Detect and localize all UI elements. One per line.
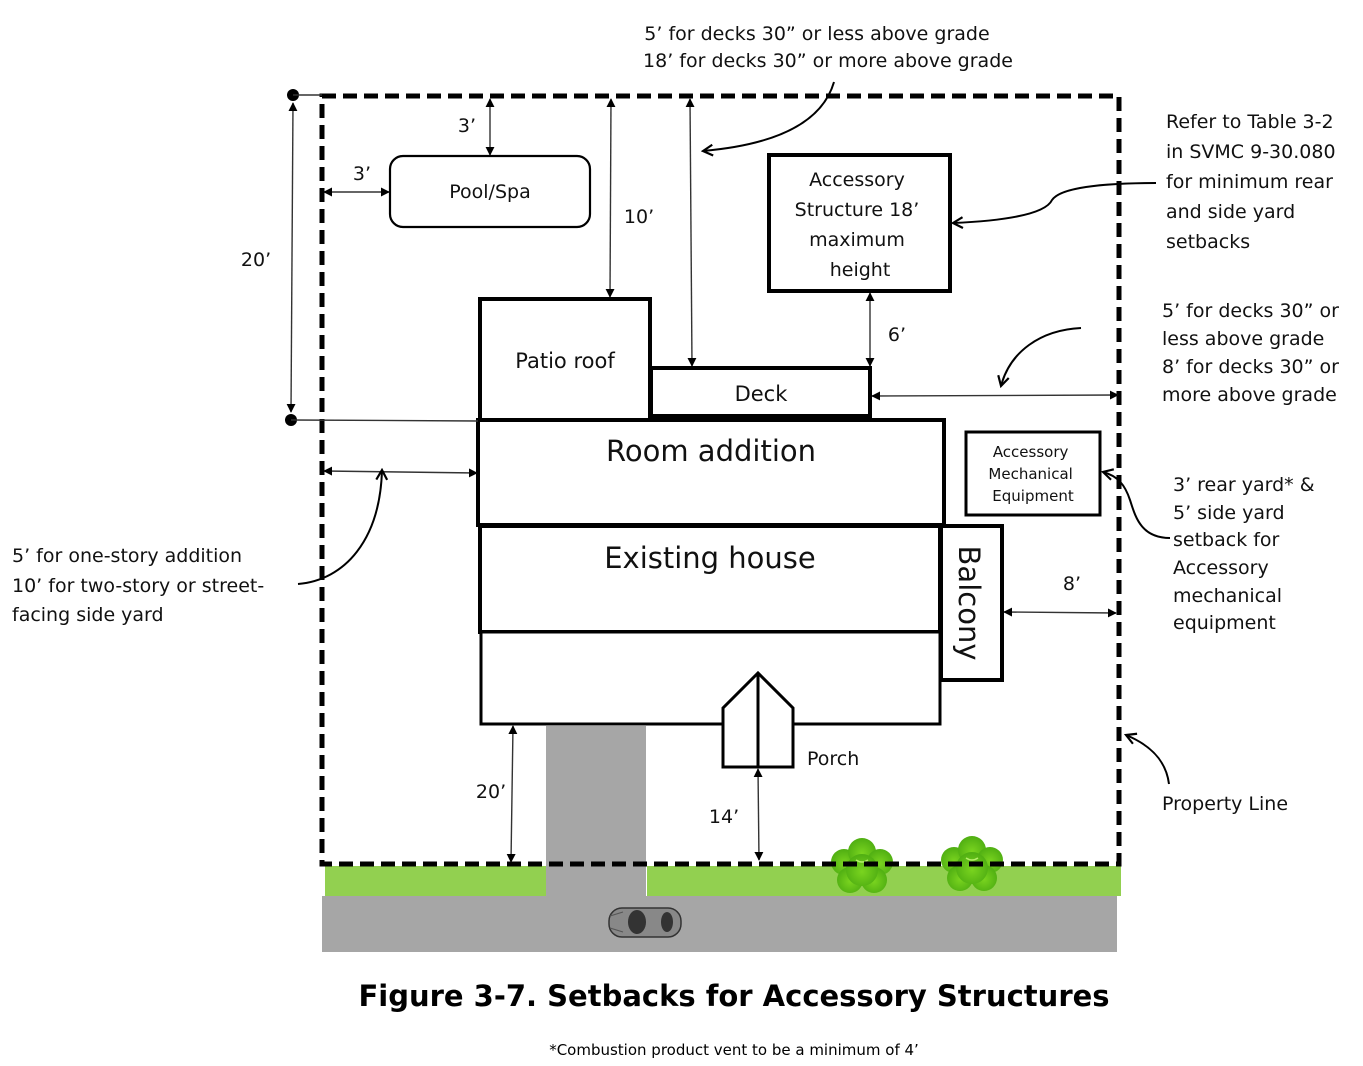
dim-balcony-side [1003,607,1117,618]
callout-arrow-deck-rear [703,81,835,151]
dim-accessory-deck-label: 6’ [888,324,906,346]
shrub-icon [941,836,1003,891]
callout-deck-side: 5’ for decks 30” or less above grade 8’ … [1162,300,1345,406]
callout-arrow-addition-side [297,470,382,585]
dim-porch-front [753,768,764,861]
mechanical-equipment-label: Accessory Mechanical Equipment [988,443,1077,505]
car-icon [608,907,682,938]
dim-addition-side [323,466,478,478]
existing-house [478,524,942,634]
dim-pool-rear-label: 3’ [458,115,476,137]
dim-rear-20-label: 20’ [241,249,271,271]
accessory-structure-label: Accessory Structure 18’ maximum height [795,169,926,281]
room-addition [476,418,946,527]
driveway [546,726,646,896]
accessory-structure [767,153,952,293]
deck-label: Deck [735,382,789,406]
callout-deck-rear: 5’ for decks 30” or less above grade 18’… [643,23,1013,72]
dim-porch-front-label: 14’ [709,806,739,828]
street [322,896,1117,952]
balcony [939,524,1004,682]
callout-property-line: Property Line [1162,793,1288,815]
callout-arrow-deck-side [1001,327,1082,386]
figure-footnote: *Combustion product vent to be a minimum… [549,1041,919,1059]
patio-roof-label: Patio roof [515,349,615,373]
callout-addition-side: 5’ for one-story addition 10’ for two-st… [12,545,270,626]
dim-deck-rear [685,98,697,367]
patio-roof [478,297,652,422]
mechanical-equipment [964,430,1102,517]
house-front-section [479,630,942,726]
pool-spa [388,154,592,229]
shrub-icon [831,838,893,893]
dim-patio-rear-label: 10’ [624,206,654,228]
existing-house-label: Existing house [604,541,816,575]
callout-table-ref: Refer to Table 3-2 in SVMC 9-30.080 for … [1166,111,1342,253]
dim-rear-20 [286,102,298,413]
pool-spa-label: Pool/Spa [449,181,530,203]
dim-patio-rear [605,98,616,298]
figure-title: Figure 3-7. Setbacks for Accessory Struc… [358,979,1109,1013]
dim-front-20 [506,725,518,863]
callout-arrow-property-line [1126,735,1170,785]
porch-label: Porch [807,748,859,770]
callout-mechanical: 3’ rear yard* & 5’ side yard setback for… [1173,474,1321,634]
balcony-label: Balcony [952,546,986,661]
grass-strip-left [325,866,546,896]
room-addition-label: Room addition [606,434,816,468]
dim-pool-side-label: 3’ [353,163,371,185]
deck [649,366,872,418]
callout-arrow-table-ref [953,182,1157,223]
dim-front-20-label: 20’ [476,781,506,803]
dim-deck-side [871,390,1119,401]
dim-balcony-side-label: 8’ [1063,573,1081,595]
dim-rear-20-extension [290,419,479,422]
callout-arrow-mechanical [1103,472,1171,539]
